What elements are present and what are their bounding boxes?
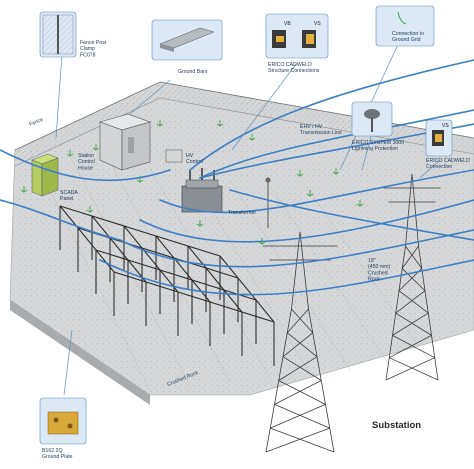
fence-label: Fence xyxy=(29,117,45,128)
ground-bars-label: Ground Bars xyxy=(178,69,208,75)
tower-brace xyxy=(395,312,432,336)
tower-brace xyxy=(392,335,435,359)
tower-brace xyxy=(265,427,330,453)
tower-brace xyxy=(401,245,419,269)
ground-arrow xyxy=(66,150,74,157)
grid-line xyxy=(69,155,191,387)
ground-cable xyxy=(0,149,171,182)
tower-brace xyxy=(274,403,330,429)
tower-brace xyxy=(270,403,326,429)
substation-title: Substation xyxy=(372,420,421,431)
bus-beam xyxy=(59,205,221,257)
slab-edge xyxy=(10,300,150,405)
vs-label-right: VS xyxy=(442,123,449,129)
ground-cable xyxy=(159,169,474,214)
bus-beam xyxy=(187,245,243,313)
lightning-mast xyxy=(265,177,271,228)
ground-cable xyxy=(0,199,121,241)
tower-brace xyxy=(389,335,432,359)
ground-cable xyxy=(229,189,474,241)
bus-beam xyxy=(95,249,257,301)
ground-arrow xyxy=(136,176,144,183)
vs-label-top: VS xyxy=(314,21,321,27)
tower-brace xyxy=(282,332,314,357)
ground-arrow xyxy=(258,238,266,245)
station-control-house xyxy=(99,113,151,171)
vb-label: VB xyxy=(284,21,291,27)
ground-arrow xyxy=(20,186,28,193)
tower-brace xyxy=(291,308,314,334)
ground-arrow xyxy=(216,120,224,127)
transmission-towers xyxy=(262,173,441,453)
transformer xyxy=(181,168,223,213)
bus-beam xyxy=(91,215,147,283)
tower-brace xyxy=(385,357,435,381)
ground-cable xyxy=(139,199,474,243)
ground-arrow xyxy=(296,170,304,177)
ground-cable xyxy=(189,59,474,171)
tower-brace xyxy=(270,427,335,453)
bus-structure xyxy=(59,205,275,366)
hv-control-cabinet xyxy=(165,149,183,163)
grid-line xyxy=(309,191,431,363)
grid-line xyxy=(269,185,391,367)
bus-beam xyxy=(59,205,115,273)
tower-brace xyxy=(286,332,318,357)
tower-brace xyxy=(278,380,326,405)
tower-brace xyxy=(401,268,426,292)
ground-arrow xyxy=(196,220,204,227)
ground-arrow xyxy=(356,200,364,207)
tower-brace xyxy=(405,245,423,269)
tower-brace xyxy=(395,290,426,314)
ground-arrow xyxy=(248,134,256,141)
tower-brace xyxy=(274,380,322,405)
bus-beam xyxy=(113,271,275,323)
scada-panel xyxy=(31,153,59,197)
tower-brace xyxy=(278,356,318,381)
ground-cable xyxy=(199,109,474,179)
ground-arrow xyxy=(86,206,94,213)
tower-front xyxy=(262,231,338,453)
ground-cable xyxy=(119,229,474,268)
bus-beam xyxy=(123,225,179,293)
ground-arrow xyxy=(156,120,164,127)
tower-brace xyxy=(392,312,429,336)
ground-arrows xyxy=(20,120,364,245)
ground-bars-callout: Ground Bars xyxy=(151,19,223,75)
ground-cable xyxy=(99,259,474,296)
tower-brace xyxy=(398,290,429,314)
ground-arrow xyxy=(92,144,100,151)
ground-cables xyxy=(0,59,474,296)
tower-brace xyxy=(282,356,322,381)
tower-brace xyxy=(286,308,309,334)
tower-brace xyxy=(389,357,439,381)
ground-arrow xyxy=(306,190,314,197)
transformer-label: Transformer xyxy=(228,210,256,216)
ground-arrow xyxy=(332,168,340,175)
